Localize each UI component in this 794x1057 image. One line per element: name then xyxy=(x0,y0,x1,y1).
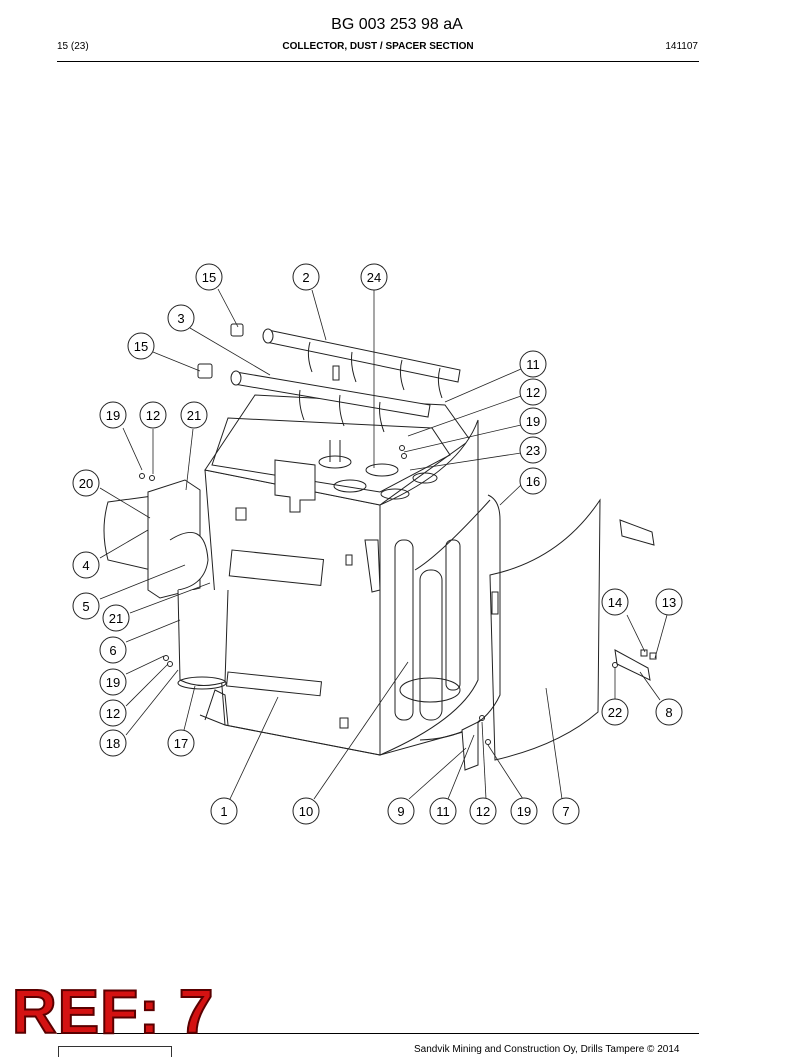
callout: 22 xyxy=(601,698,629,726)
curved-cover xyxy=(414,494,601,771)
svg-text:19: 19 xyxy=(517,804,531,819)
manifold-pipes xyxy=(197,323,461,433)
callout: 15 xyxy=(195,263,223,291)
callout: 11 xyxy=(519,350,547,378)
callout: 2 xyxy=(292,263,320,291)
page-number: 15 (23) xyxy=(57,41,89,52)
svg-text:20: 20 xyxy=(79,476,93,491)
header-divider xyxy=(57,61,699,62)
small-hardware xyxy=(139,445,657,745)
callout: 23 xyxy=(519,436,547,464)
svg-text:17: 17 xyxy=(174,736,188,751)
svg-text:4: 4 xyxy=(82,558,89,573)
svg-text:18: 18 xyxy=(106,736,120,751)
callout: 10 xyxy=(292,797,320,825)
svg-text:16: 16 xyxy=(526,474,540,489)
svg-text:3: 3 xyxy=(177,311,184,326)
callout: 19 xyxy=(99,668,127,696)
callout: 17 xyxy=(167,729,195,757)
svg-text:19: 19 xyxy=(526,414,540,429)
ref-stamp: REF: 7 xyxy=(11,978,215,1047)
footer-divider xyxy=(57,1033,699,1034)
callout: 14 xyxy=(601,588,629,616)
svg-text:24: 24 xyxy=(367,270,381,285)
page-title: COLLECTOR, DUST / SPACER SECTION xyxy=(282,41,474,52)
svg-text:1: 1 xyxy=(220,804,227,819)
callout: 24 xyxy=(360,263,388,291)
svg-text:11: 11 xyxy=(436,804,450,819)
inlet-duct xyxy=(103,479,229,690)
svg-text:5: 5 xyxy=(82,599,89,614)
svg-text:21: 21 xyxy=(187,408,201,423)
company-logo xyxy=(58,1046,172,1057)
housing-body xyxy=(199,394,481,756)
svg-text:19: 19 xyxy=(106,408,120,423)
svg-text:12: 12 xyxy=(526,385,540,400)
svg-text:12: 12 xyxy=(146,408,160,423)
callout: 12 xyxy=(469,797,497,825)
callout: 19 xyxy=(99,401,127,429)
svg-text:6: 6 xyxy=(109,643,116,658)
callout: 12 xyxy=(139,401,167,429)
document-number: BG 003 253 98 aA xyxy=(331,16,463,33)
callout: 16 xyxy=(519,467,547,495)
svg-text:14: 14 xyxy=(608,595,622,610)
svg-text:15: 15 xyxy=(202,270,216,285)
callout: 11 xyxy=(429,797,457,825)
svg-text:12: 12 xyxy=(106,706,120,721)
callout: 13 xyxy=(655,588,683,616)
leader-lines xyxy=(99,288,668,800)
callout: 19 xyxy=(510,797,538,825)
callout: 21 xyxy=(180,401,208,429)
svg-text:8: 8 xyxy=(665,705,672,720)
callout: 4 xyxy=(72,551,100,579)
callout: 19 xyxy=(519,407,547,435)
callout: 3 xyxy=(167,304,195,332)
svg-text:12: 12 xyxy=(476,804,490,819)
callout: 15 xyxy=(127,332,155,360)
svg-text:19: 19 xyxy=(106,675,120,690)
svg-text:11: 11 xyxy=(526,357,540,372)
svg-text:22: 22 xyxy=(608,705,622,720)
callout: 6 xyxy=(99,636,127,664)
svg-text:23: 23 xyxy=(526,443,540,458)
svg-text:13: 13 xyxy=(662,595,676,610)
svg-text:21: 21 xyxy=(109,611,123,626)
svg-text:7: 7 xyxy=(562,804,569,819)
callout: 12 xyxy=(99,699,127,727)
callout: 1 xyxy=(210,797,238,825)
callout: 12 xyxy=(519,378,547,406)
footer-copyright: Sandvik Mining and Construction Oy, Dril… xyxy=(414,1044,680,1055)
document-code: 141107 xyxy=(665,41,698,52)
callout: 18 xyxy=(99,729,127,757)
callout: 5 xyxy=(72,592,100,620)
callout: 7 xyxy=(552,797,580,825)
svg-text:15: 15 xyxy=(134,339,148,354)
callout: 21 xyxy=(102,604,130,632)
callout: 9 xyxy=(387,797,415,825)
callout: 20 xyxy=(72,469,100,497)
callout-circles: 15 2 24 3 15 11 12 19 23 19 12 21 20 16 … xyxy=(72,263,683,825)
callout: 8 xyxy=(655,698,683,726)
svg-text:10: 10 xyxy=(299,804,313,819)
svg-text:2: 2 xyxy=(302,270,309,285)
svg-text:9: 9 xyxy=(397,804,404,819)
